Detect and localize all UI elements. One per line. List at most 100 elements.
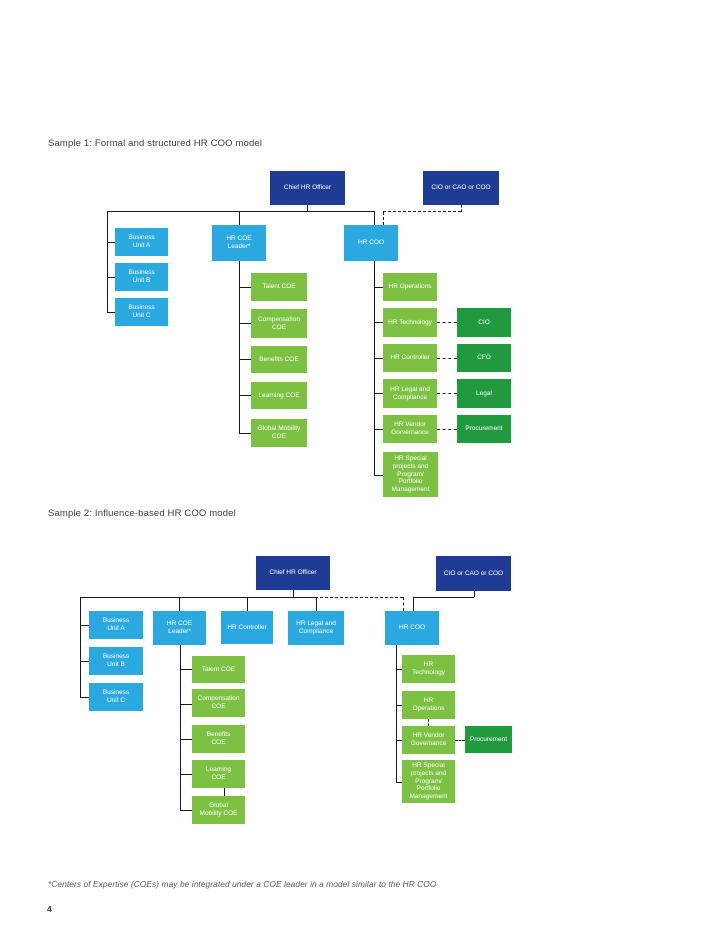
org-node-business-unit-a-2: Business Unit A [89,611,143,639]
org-node-business-unit-a-1: Business Unit A [115,228,168,256]
connector-dashed-line [383,212,384,225]
connector-solid-line [413,597,414,611]
connector-solid-line [396,782,402,783]
org-node-global-mobility-coe-2: Global Mobility COE [192,796,245,824]
connector-solid-line [180,774,192,775]
connector-solid-line [80,597,81,697]
connector-solid-line [247,597,248,611]
connector-dashed-line [437,393,457,394]
connector-solid-line [374,358,383,359]
org-node-learning-coe-1: Learning COE [251,382,307,409]
org-node-talent-coe-2: Talent COE [192,656,245,683]
connector-solid-line [239,211,240,225]
connector-solid-line [396,740,402,741]
connector-solid-line [396,669,402,670]
org-node-chief-hr-officer-1: Chief HR Officer [270,171,345,205]
org-node-hr-special-projects-1: HR Special projects and Program/ Portfol… [383,452,438,497]
org-node-hr-operations-2: HR Operations [402,691,455,719]
org-node-business-unit-c-1: Business Unit C [115,298,168,326]
connector-dashed-line [403,597,404,611]
org-node-talent-coe-1: Talent COE [251,273,307,301]
org-node-hr-controller-2: HR Controller [221,611,273,644]
org-node-hr-special-projects-2: HR Special projects and Program/ Portfol… [402,760,455,803]
connector-solid-line [307,205,308,212]
connector-solid-line [80,625,89,626]
org-node-benefits-coe-2: Benefits COE [192,725,245,753]
org-node-cio-cao-coo-1: CIO or CAO or COO [423,171,499,205]
connector-solid-line [239,323,251,324]
connector-solid-line [239,261,240,433]
connector-solid-line [316,597,317,611]
org-node-hr-technology-1: HR Technology [383,308,437,337]
sample1-title: Sample 1: Formal and structured HR COO m… [48,138,263,149]
connector-dashed-line [455,740,465,741]
connector-solid-line [239,395,251,396]
org-node-hr-coe-leader-2: HR COE Leader* [153,611,206,645]
connector-solid-line [179,597,180,611]
org-node-business-unit-b-2: Business Unit B [89,647,143,675]
org-node-hr-operations-1: HR Operations [383,273,437,301]
org-node-benefits-coe-1: Benefits COE [251,346,307,373]
connector-dashed-line [320,597,403,598]
connector-dashed-line [437,429,457,430]
connector-solid-line [239,287,251,288]
org-node-learning-coe-2: Learning COE [192,760,245,788]
connector-solid-line [396,645,397,782]
org-node-cio-cao-coo-2: CIO or CAO or COO [436,556,511,591]
connector-solid-line [374,287,383,288]
connector-dashed-line [461,205,462,212]
connector-solid-line [107,242,115,243]
connector-dashed-line [428,719,429,726]
connector-solid-line [239,433,251,434]
connector-solid-line [107,277,115,278]
connector-solid-line [396,705,402,706]
connector-dashed-line [437,358,457,359]
connector-dashed-line [437,322,457,323]
connector-solid-line [239,359,251,360]
org-node-hr-legal-compliance-1: HR Legal and Compliance [383,379,437,408]
org-node-compensation-coe-2: Compensation COE [192,689,245,717]
connector-solid-line [374,211,375,225]
org-node-compensation-coe-1: Compensation COE [251,309,307,338]
connector-solid-line [80,661,89,662]
org-node-procurement-1: Procurement [457,415,511,443]
org-node-chief-hr-officer-2: Chief HR Officer [256,556,330,590]
connector-solid-line [413,597,474,598]
org-node-hr-coo-2: HR COO [385,611,439,645]
connector-solid-line [180,739,192,740]
org-node-hr-technology-2: HR Technology [402,655,455,683]
connector-solid-line [374,429,383,430]
org-node-business-unit-c-2: Business Unit C [89,683,143,711]
org-node-hr-controller-1: HR Controller [383,344,437,372]
connector-solid-line [107,211,375,212]
org-node-hr-legal-compliance-2: HR Legal and Compliance [288,611,344,645]
footnote: *Centers of Expertise (COEs) may be inte… [48,879,437,889]
connector-dashed-line [383,211,461,212]
connector-solid-line [180,810,192,811]
org-node-cfo-1: CFO [457,344,511,372]
sample2-title: Sample 2: Influence-based HR COO model [48,508,236,519]
connector-solid-line [107,211,108,312]
connector-solid-line [374,475,383,476]
org-node-business-unit-b-1: Business Unit B [115,263,168,291]
org-node-hr-coe-leader-1: HR COE Leader* [212,225,266,261]
connector-solid-line [180,669,192,670]
org-node-legal-1: Legal [457,379,511,408]
org-node-global-mobility-coe-1: Global Mobility COE [251,419,307,447]
connector-solid-line [374,261,375,475]
connector-solid-line [374,322,383,323]
org-node-procurement-2: Procurement [465,726,512,753]
org-node-hr-vendor-governance-2: HR Vendor Governance [402,726,455,754]
connector-solid-line [180,704,192,705]
connector-solid-line [474,591,475,597]
connector-solid-line [80,697,89,698]
connector-solid-line [293,590,294,597]
connector-solid-line [374,393,383,394]
connector-solid-line [180,645,181,810]
org-node-hr-vendor-gorvernance-1: HR Vendor Gorvernance [383,415,437,443]
connector-solid-line [224,788,225,796]
org-node-hr-coo-1: HR COO [344,225,398,261]
page-number: 4 [47,904,52,914]
connector-solid-line [107,312,115,313]
